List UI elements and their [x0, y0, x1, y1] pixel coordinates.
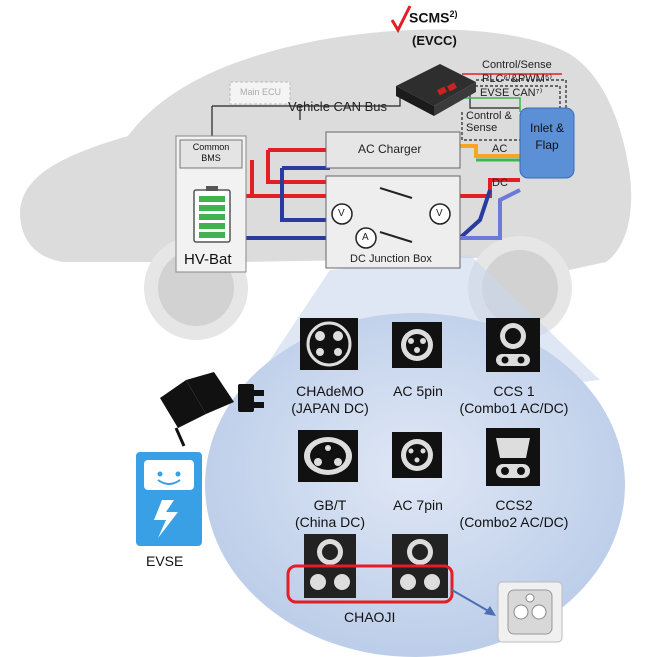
- scms-label-text: SCMS: [409, 9, 450, 26]
- arrow-head: [484, 606, 496, 616]
- connector-gbt: [298, 430, 358, 482]
- connector-label-ac5pin: AC 5pin: [378, 384, 458, 398]
- connector-ccs1: [486, 318, 540, 372]
- scms-sublabel: (EVCC): [412, 33, 457, 48]
- connector-ccs1-line2: (Combo1 AC/DC): [459, 400, 569, 416]
- voltmeter-left-label: V: [338, 208, 345, 219]
- connector-label-ccs1: CCS 1 (Combo1 AC/DC): [452, 384, 576, 415]
- control-sense-mid-label: Control & Sense: [466, 110, 518, 134]
- connector-ccs2: [486, 428, 540, 486]
- vehicle-inlet-image: [497, 581, 563, 643]
- scms-superscript: 2): [449, 9, 458, 19]
- voltmeter-left: [331, 203, 353, 225]
- connector-label-ac7pin: AC 7pin: [378, 498, 458, 512]
- connector-ac7pin-line1: AC 7pin: [393, 497, 443, 513]
- inlet-flap-box: [519, 107, 575, 179]
- control-sense-top-label: Control/Sense: [482, 59, 552, 71]
- inlet-flap-text: Inlet & Flap: [529, 121, 565, 152]
- connector-ac5pin: [392, 322, 442, 368]
- connector-ccs2-line2: (Combo2 AC/DC): [459, 514, 569, 530]
- contactors: [379, 187, 413, 243]
- chaoji-highlight: [286, 564, 454, 604]
- connector-chademo-line1: CHAdeMO: [296, 383, 364, 399]
- connector-chademo: [300, 318, 358, 370]
- evse-station-icon: [136, 452, 202, 546]
- connector-chademo-line2: (JAPAN DC): [291, 400, 369, 416]
- connector-gbt-line2: (China DC): [294, 514, 365, 530]
- ac-label: AC: [492, 143, 508, 155]
- connector-label-ccs2: CCS2 (Combo2 AC/DC): [452, 498, 576, 529]
- scms-module-icon: [396, 64, 476, 116]
- common-bms-box: [179, 139, 243, 169]
- connector-ac5pin-line1: AC 5pin: [393, 383, 443, 399]
- connector-label-chademo: CHAdeMO (JAPAN DC): [268, 384, 392, 415]
- hv-bat-label: HV-Bat: [184, 251, 232, 268]
- ac-charger-box: [325, 131, 461, 169]
- plc-pwm-label: PLC⁶⁾&PWM⁵⁾: [482, 73, 553, 85]
- check-icon: [390, 5, 412, 34]
- connector-gbt-line1: GB/T: [313, 497, 347, 513]
- evse-can-label: EVSE CAN⁷⁾: [480, 87, 543, 99]
- ac-charger-label: AC Charger: [358, 142, 422, 156]
- common-bms-text: Common BMS: [192, 142, 230, 163]
- inlet-flap-label: Inlet & Flap: [524, 120, 570, 154]
- connector-label-gbt: GB/T (China DC): [268, 498, 392, 529]
- can-bus-label: Vehicle CAN Bus: [288, 99, 387, 114]
- connector-ccs1-line1: CCS 1: [493, 383, 535, 399]
- ammeter: [355, 227, 377, 249]
- scms-label: SCMS2): [409, 10, 457, 25]
- main-ecu-box: [229, 81, 291, 105]
- common-bms-label: Common BMS: [182, 142, 240, 164]
- evse-label: EVSE: [146, 553, 184, 569]
- battery-cells: [199, 196, 225, 238]
- voltmeter-right: [429, 203, 451, 225]
- dc-label: DC: [492, 177, 508, 189]
- voltmeter-right-label: V: [436, 208, 443, 219]
- chaoji-label: CHAOJI: [344, 609, 396, 625]
- arrow-line: [451, 589, 491, 613]
- control-sense-mid-text: Control & Sense: [466, 110, 512, 134]
- connector-ccs2-line1: CCS2: [495, 497, 533, 513]
- evse-plug-icon: [160, 372, 264, 447]
- ammeter-label: A: [362, 232, 369, 243]
- connector-ac7pin: [392, 432, 442, 478]
- main-ecu-label: Main ECU: [240, 87, 282, 97]
- dc-junction-label: DC Junction Box: [350, 253, 432, 265]
